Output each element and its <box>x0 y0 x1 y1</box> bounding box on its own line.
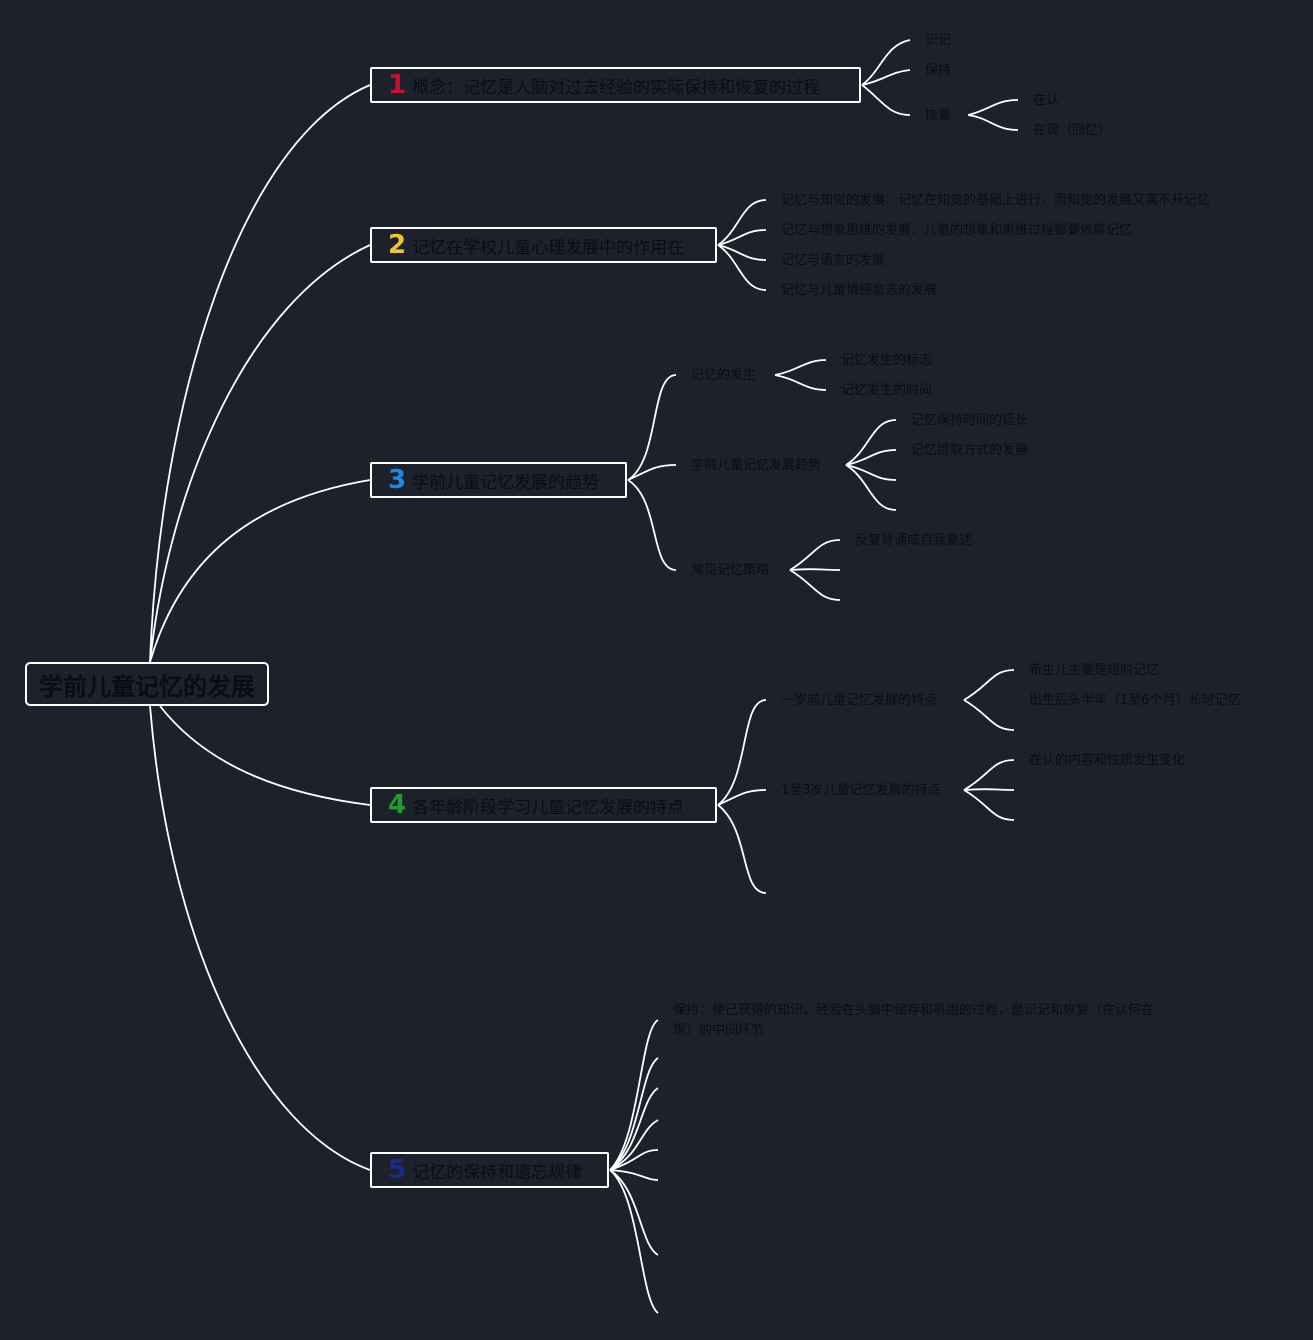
branch-5[interactable]: 5 记忆的保持和遗忘规律 <box>370 1152 609 1188</box>
branch-1-label: 概念：记忆是人脑对过去经验的实际保持和恢复的过程 <box>412 77 821 98</box>
leaf-4-1-2[interactable]: 出生后头半年（1至6个月）长时记忆 <box>1029 693 1241 708</box>
leaf-1-3[interactable]: 恢复 <box>925 108 952 123</box>
leaf-3-3-1[interactable]: 反复背诵或自我复述 <box>855 533 973 548</box>
leaf-2-4[interactable]: 记忆与儿童情感意志的发展 <box>781 283 938 298</box>
number-badge-3: 3 <box>388 465 407 495</box>
leaf-3-2-1[interactable]: 记忆保持时间的延长 <box>911 413 1029 428</box>
branch-5-label: 记忆的保持和遗忘规律 <box>412 1162 583 1183</box>
leaf-3-2-2[interactable]: 记忆提取方式的发展 <box>911 443 1029 458</box>
branch-4[interactable]: 4 各年龄阶段学习儿童记忆发展的特点 <box>370 787 717 823</box>
leaf-3-2[interactable]: 学前儿童记忆发展趋势 <box>691 458 822 473</box>
leaf-1-3-1[interactable]: 在认 <box>1033 93 1060 108</box>
branch-2[interactable]: 2 记忆在学校儿童心理发展中的作用在 <box>370 227 717 263</box>
number-badge-5: 5 <box>388 1155 407 1185</box>
branch-4-label: 各年龄阶段学习儿童记忆发展的特点 <box>412 797 685 818</box>
number-badge-1: 1 <box>388 70 407 100</box>
leaf-3-1-1[interactable]: 记忆发生的标志 <box>841 353 933 368</box>
leaf-1-1[interactable]: 识记 <box>925 33 952 48</box>
leaf-1-2[interactable]: 保持 <box>925 63 952 78</box>
leaf-4-2[interactable]: 1至3岁儿童记忆发展的特点 <box>781 783 941 798</box>
leaf-4-1[interactable]: 一岁前儿童记忆发展的特点 <box>781 693 938 708</box>
leaf-2-2[interactable]: 记忆与想象思维的发展：儿童的想象和思维过程都要依靠记忆 <box>781 223 1133 238</box>
branch-3-label: 学前儿童记忆发展的趋势 <box>412 472 600 493</box>
root-topic[interactable]: 学前儿童记忆的发展 <box>25 662 269 706</box>
branch-3[interactable]: 3 学前儿童记忆发展的趋势 <box>370 462 627 498</box>
branch-1[interactable]: 1 概念：记忆是人脑对过去经验的实际保持和恢复的过程 <box>370 67 861 103</box>
leaf-3-3[interactable]: 常见记忆策略 <box>691 563 770 578</box>
leaf-4-1-1[interactable]: 新生儿主要是短时记忆 <box>1029 663 1160 678</box>
leaf-4-2-1[interactable]: 在认的内容和性质发生变化 <box>1029 753 1186 768</box>
leaf-1-3-2[interactable]: 在现（回忆） <box>1033 123 1112 138</box>
root-topic-label: 学前儿童记忆的发展 <box>39 672 255 701</box>
leaf-2-1[interactable]: 记忆与知觉的发展：记忆在知觉的基础上进行，而知觉的发展又离不开记忆 <box>781 193 1211 208</box>
leaf-3-1[interactable]: 记忆的发生 <box>691 368 757 383</box>
leaf-5-1[interactable]: 保持：使已获得的知识，经验在头脑中储存和巩固的过程，是识记和恢复（在认何在现）的… <box>673 1003 1155 1038</box>
number-badge-4: 4 <box>388 790 407 820</box>
leaf-2-3[interactable]: 记忆与语言的发展 <box>781 253 886 268</box>
leaf-3-1-2[interactable]: 记忆发生的时间 <box>841 383 933 398</box>
branch-2-label: 记忆在学校儿童心理发展中的作用在 <box>412 237 685 258</box>
number-badge-2: 2 <box>388 230 407 260</box>
